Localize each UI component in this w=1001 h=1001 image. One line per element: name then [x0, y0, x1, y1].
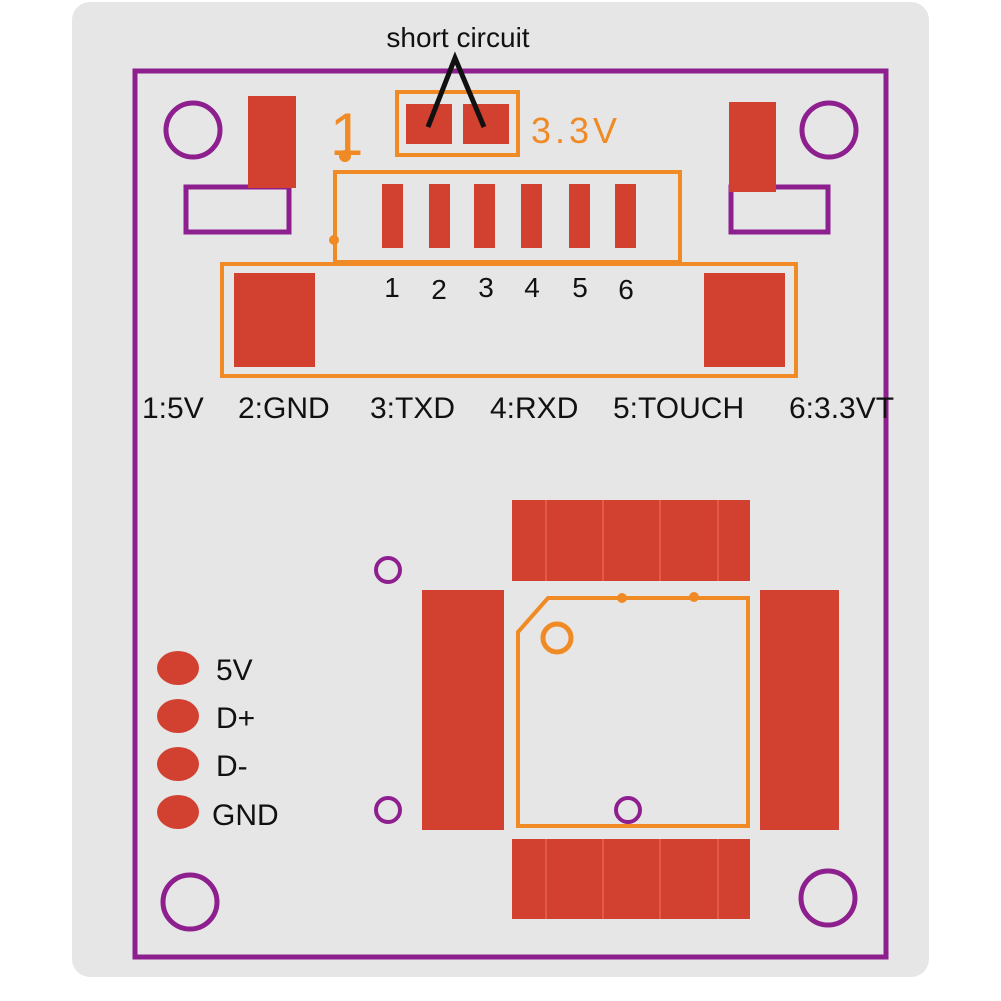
mounting-hole-bottom-right	[798, 868, 858, 928]
pin-number: 3	[478, 272, 494, 303]
mount-pad-right	[729, 102, 776, 192]
header-pin1-dot	[329, 235, 339, 245]
usb-pad	[157, 795, 199, 829]
usb-pad	[157, 699, 199, 733]
header-pad-2	[429, 184, 450, 248]
pin-number: 5	[572, 272, 588, 303]
jumper-pad-right	[463, 104, 509, 144]
via	[614, 796, 642, 824]
usb-pad-label: D+	[216, 702, 255, 735]
mount-pad-left	[248, 96, 296, 188]
chip-pad-dividers	[545, 500, 719, 919]
voltage-label: 3.3V	[531, 110, 621, 151]
mounting-hole-bottom-left	[160, 872, 220, 932]
chip-pad-bottom	[512, 839, 750, 919]
mount-tab-outline-right	[728, 184, 831, 235]
chip-pad-left	[422, 590, 504, 830]
board-outline	[132, 68, 889, 960]
chip-mark	[617, 593, 627, 603]
usb-pad	[157, 747, 199, 781]
header-pads	[382, 184, 636, 248]
pin-function: 5:TOUCH	[613, 392, 744, 425]
jumper-outline	[395, 90, 520, 157]
chip-pad-top	[512, 500, 750, 581]
mounting-hole-top-left	[163, 100, 223, 160]
header-pad-5	[569, 184, 590, 248]
connector-outline	[220, 262, 798, 378]
header-pad-1	[382, 184, 403, 248]
pin-function: 6:3.3VT	[789, 392, 894, 425]
pin-number: 4	[524, 272, 540, 303]
chip-outline	[516, 596, 750, 828]
chip-pad-right	[760, 590, 839, 830]
pin-number: 6	[618, 274, 634, 305]
connector-pad-left	[234, 273, 315, 367]
usb-pad-label: GND	[212, 799, 279, 832]
pin-number: 1	[384, 272, 400, 303]
pin-function: 3:TXD	[370, 392, 455, 425]
mount-tab-outline-left	[183, 184, 292, 235]
pin-function: 1:5V	[142, 392, 204, 425]
chip-mark	[689, 592, 699, 602]
header-pad-3	[474, 184, 495, 248]
via	[374, 556, 402, 584]
header-pad-6	[615, 184, 636, 248]
mounting-hole-top-right	[799, 100, 859, 160]
usb-pad	[157, 651, 199, 685]
via	[374, 796, 402, 824]
pin-number: 2	[431, 274, 447, 305]
board-substrate	[72, 2, 929, 977]
pin-function: 2:GND	[238, 392, 330, 425]
connector-pad-right	[704, 273, 785, 367]
pin1-dot	[339, 150, 351, 162]
pin-function: 4:RXD	[490, 392, 578, 425]
usb-pad-label: 5V	[216, 654, 253, 687]
chip-pin1-circle	[540, 621, 574, 655]
short-circuit-annotation: short circuit	[386, 22, 529, 53]
annotation-arrow	[425, 51, 487, 128]
header-pad-4	[521, 184, 542, 248]
usb-pad-label: D-	[216, 750, 248, 783]
